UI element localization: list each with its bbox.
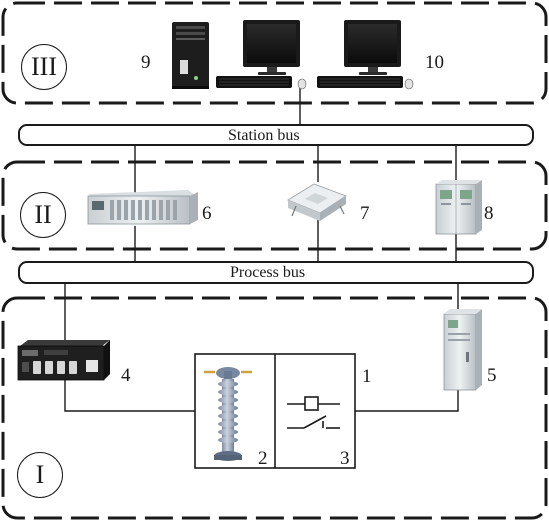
level-iii-marker: III (21, 44, 67, 90)
level-i-marker: I (17, 452, 63, 498)
cabinet-icon (435, 180, 482, 235)
station-bus-label: Station bus (225, 128, 303, 144)
label-8: 8 (484, 203, 494, 224)
label-2: 2 (258, 448, 268, 469)
cabinet-icon (443, 309, 482, 391)
level-iii-frame (1, 1, 548, 105)
process-bus-label: Process bus (227, 265, 309, 281)
level-ii-frame (1, 160, 548, 251)
rack-unit-icon (87, 190, 198, 225)
merging-unit-icon (17, 340, 110, 381)
desktop-monitor-icon (216, 20, 307, 90)
label-6: 6 (202, 203, 212, 224)
label-9: 9 (141, 52, 151, 73)
insulator-icon (204, 367, 252, 461)
label-7: 7 (360, 203, 370, 224)
level-i-frame (1, 296, 548, 520)
connection-lines (64, 88, 459, 412)
label-10: 10 (425, 52, 444, 73)
desktop-monitor-icon (317, 20, 414, 90)
network-switch-icon (287, 183, 347, 221)
label-4: 4 (121, 365, 131, 386)
server-tower-icon (172, 22, 209, 89)
level-ii-marker: II (20, 192, 66, 238)
breaker-symbol-icon (287, 396, 340, 429)
label-1: 1 (362, 366, 372, 387)
label-5: 5 (487, 365, 497, 386)
label-3: 3 (340, 448, 350, 469)
